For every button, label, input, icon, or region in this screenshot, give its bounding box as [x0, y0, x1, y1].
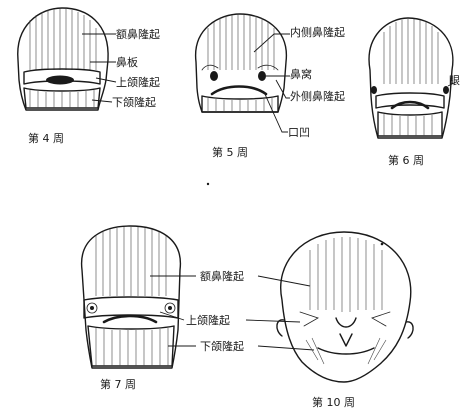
label-eye: 眼	[449, 74, 460, 87]
head-outline	[281, 232, 411, 382]
eye-right	[372, 312, 390, 326]
nasal-pit-left	[210, 71, 218, 81]
stray-mark	[207, 183, 209, 185]
eye-left	[300, 312, 318, 326]
maxillary-band	[376, 93, 444, 108]
stomodeum-mouth	[212, 87, 266, 95]
leader-maxillary-right	[246, 320, 300, 322]
label-nasal-pit: 鼻窝	[290, 67, 312, 81]
mandibular-band	[88, 326, 174, 366]
caption-week-7: 第 7 周	[100, 377, 136, 391]
leader-mandibular-right	[258, 346, 314, 350]
ear-left	[277, 320, 284, 336]
label-maxillary-w4: 上颌隆起	[116, 75, 160, 89]
stomodeum-mouth	[104, 316, 156, 322]
label-frontonasal-w4: 额鼻隆起	[116, 27, 160, 41]
label-lateral-nasal: 外侧鼻隆起	[290, 89, 345, 103]
head-outline	[369, 18, 453, 138]
stomodeum-mouth	[46, 76, 74, 85]
nose	[336, 318, 356, 327]
label-mandibular-shared: 下颌隆起	[200, 339, 244, 353]
label-mandibular-w4: 下颌隆起	[112, 95, 156, 109]
leader-mandibular-w4	[92, 100, 112, 102]
figure-week-4: 额鼻隆起 鼻板 上颌隆起 下颌隆起 第 4 周	[18, 8, 160, 145]
lateral-nasal-prominence-left	[202, 65, 218, 70]
head-dot	[381, 243, 384, 246]
mouth	[318, 348, 374, 354]
caption-week-10: 第 10 周	[312, 395, 355, 409]
label-stomodeum: 口凹	[288, 126, 310, 139]
eye-right	[443, 86, 449, 94]
ear-right	[406, 322, 413, 338]
caption-week-4: 第 4 周	[28, 131, 64, 145]
figure-week-10: 第 10 周	[277, 232, 413, 409]
philtrum	[340, 334, 352, 346]
caption-week-6: 第 6 周	[388, 153, 424, 167]
leader-frontonasal-right	[258, 276, 310, 286]
caption-week-5: 第 5 周	[212, 145, 248, 159]
figure-week-7: 第 7 周	[82, 226, 181, 391]
label-medial-nasal: 内侧鼻隆起	[290, 25, 345, 39]
label-nasal-placode: 鼻板	[116, 55, 138, 69]
figure-week-5: 内侧鼻隆起 鼻窝 外侧鼻隆起 口凹 第 5 周	[196, 14, 345, 159]
label-maxillary-shared: 上颌隆起	[186, 313, 230, 327]
shared-callouts: 额鼻隆起 上颌隆起 下颌隆起	[150, 269, 314, 353]
eye-left	[371, 86, 377, 94]
nasal-pit-right	[258, 71, 266, 81]
mandibular-band	[378, 112, 442, 136]
head-outline	[18, 8, 108, 110]
figure-week-6: 眼 第 6 周	[369, 18, 460, 167]
label-frontonasal-shared: 额鼻隆起	[200, 269, 244, 283]
